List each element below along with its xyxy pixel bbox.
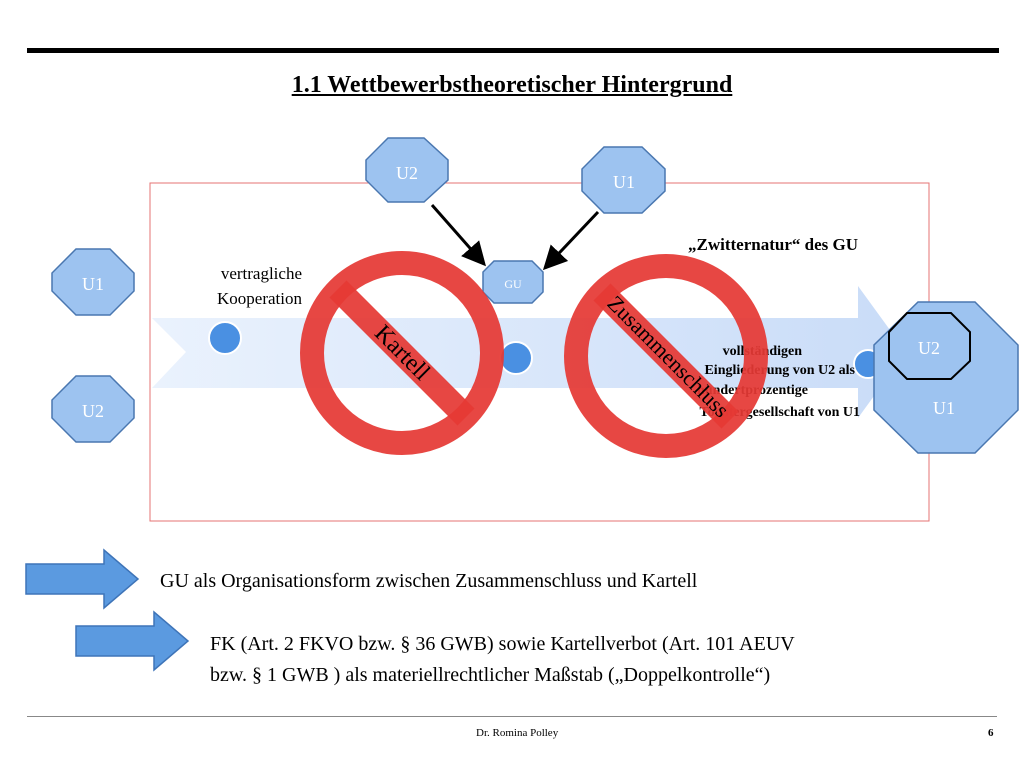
right-big-u1-label: U1 [933, 398, 955, 418]
top-u2-label: U2 [396, 163, 418, 183]
right-text-line-2: Eingliederung von U2 als [704, 363, 855, 378]
top-u2-octagon [365, 137, 449, 203]
left-u2-octagon [51, 375, 135, 443]
bullet-arrow-1-icon [25, 548, 140, 610]
bullet-arrow-2-icon [75, 610, 190, 672]
right-inner-u2-label: U2 [918, 338, 940, 358]
arrow-u1-to-gu [542, 210, 600, 271]
stage-dot-2 [499, 341, 533, 375]
top-u1-label: U1 [613, 172, 635, 192]
page-number: 6 [988, 727, 994, 739]
top-rule [27, 48, 999, 53]
left-u1-octagon [51, 248, 135, 316]
top-u1-octagon [581, 146, 666, 214]
gu-octagon [482, 260, 544, 304]
zwitternatur-label: „Zwitternatur“ des GU [688, 235, 858, 254]
gu-diagram: U1 U2 U2 U1 GU vertragliche Kooperation … [51, 137, 1019, 522]
right-inner-u2-octagon [888, 312, 971, 380]
footer-author: Dr. Romina Polley [476, 727, 559, 739]
left-u1-label: U1 [82, 274, 104, 294]
arrow-u2-to-gu [430, 204, 486, 267]
stage-dot-1 [208, 321, 242, 355]
gu-label: GU [504, 277, 522, 291]
bullet-text-1: GU als Organisationsform zwischen Zusamm… [160, 570, 698, 592]
slide-title: 1.1 Wettbewerbstheoretischer Hintergrund [291, 72, 733, 98]
kooperation-label: Kooperation [217, 289, 302, 308]
footer-rule [27, 716, 997, 717]
left-u2-label: U2 [82, 401, 104, 421]
bullet-text-2-line-2: bzw. § 1 GWB ) als materiellrechtlicher … [210, 664, 771, 686]
vertragliche-label: vertragliche [221, 264, 302, 283]
bullet-text-2-line-1: FK (Art. 2 FKVO bzw. § 36 GWB) sowie Kar… [210, 633, 795, 655]
